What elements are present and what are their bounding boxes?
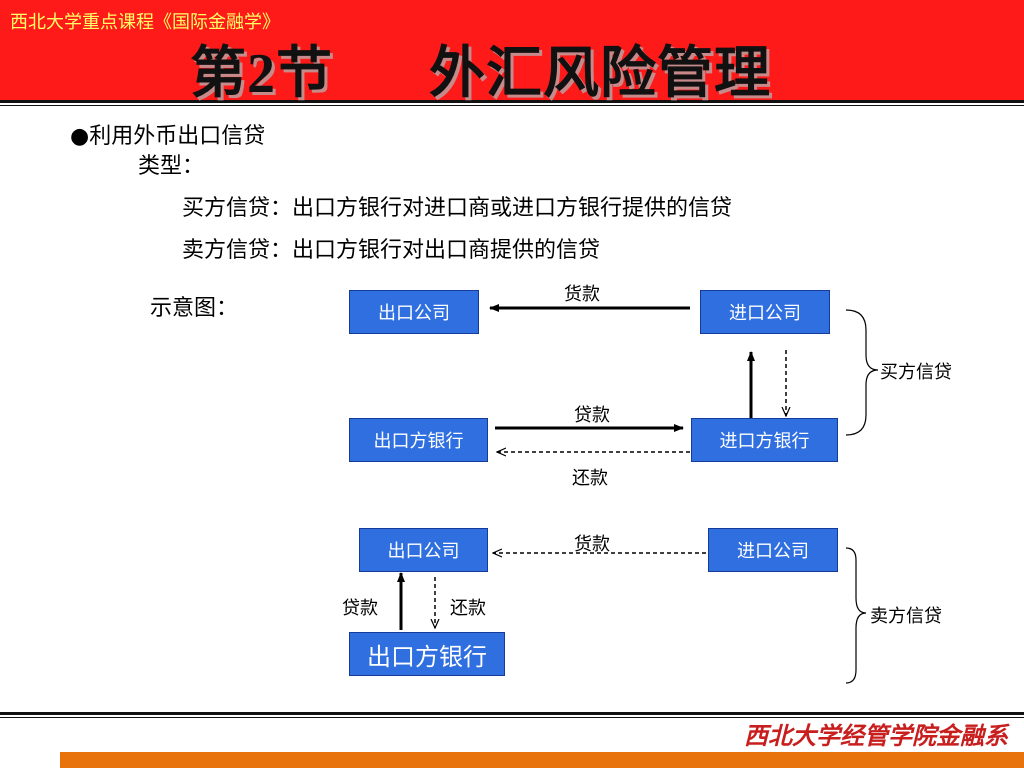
footer-orange-bar <box>60 752 1024 768</box>
header-divider-thin <box>0 105 1024 106</box>
seller-exporter-bank-box: 出口方银行 <box>349 632 505 676</box>
header-divider <box>0 100 1024 103</box>
slide-title: 第2节 外汇风险管理 <box>190 28 771 109</box>
buyer-importer-bank-box: 进口方银行 <box>691 418 838 462</box>
buyer-exporter-box: 出口公司 <box>349 290 479 334</box>
buyer-loan-label: 贷款 <box>574 405 610 426</box>
buyer-goods-label: 货款 <box>564 284 600 305</box>
buyer-importer-box: 进口公司 <box>700 290 830 334</box>
buyer-credit-brace <box>845 309 879 436</box>
seller-loan-label: 贷款 <box>342 598 378 619</box>
buyer-repay-label: 还款 <box>572 468 608 489</box>
footer-department: 西北大学经管学院金融系 <box>744 724 1008 750</box>
course-name: 西北大学重点课程《国际金融学》 <box>10 12 280 32</box>
buyer-exporter-bank-box: 出口方银行 <box>349 418 488 462</box>
header-band <box>0 0 1024 100</box>
diagram-label: 示意图： <box>150 296 239 321</box>
seller-goods-label: 货款 <box>574 534 610 555</box>
title-section: 第2节 <box>190 43 333 105</box>
buyer-credit-definition: 买方信贷：出口方银行对进口商或进口方银行提供的信贷 <box>182 196 733 221</box>
seller-credit-definition: 卖方信贷：出口方银行对出口商提供的信贷 <box>182 238 601 263</box>
seller-exporter-box: 出口公司 <box>359 528 488 572</box>
footer-divider <box>0 712 1024 715</box>
seller-credit-label: 卖方信贷 <box>870 606 942 627</box>
title-main: 外汇风险管理 <box>429 43 771 105</box>
seller-repay-label: 还款 <box>450 598 486 619</box>
bullet-point: ●利用外币出口信贷 <box>70 124 266 149</box>
type-label: 类型： <box>138 154 205 179</box>
buyer-credit-label: 买方信贷 <box>880 362 952 383</box>
seller-credit-brace <box>845 547 867 684</box>
seller-importer-box: 进口公司 <box>708 528 838 572</box>
footer-divider-thin <box>0 717 1024 718</box>
